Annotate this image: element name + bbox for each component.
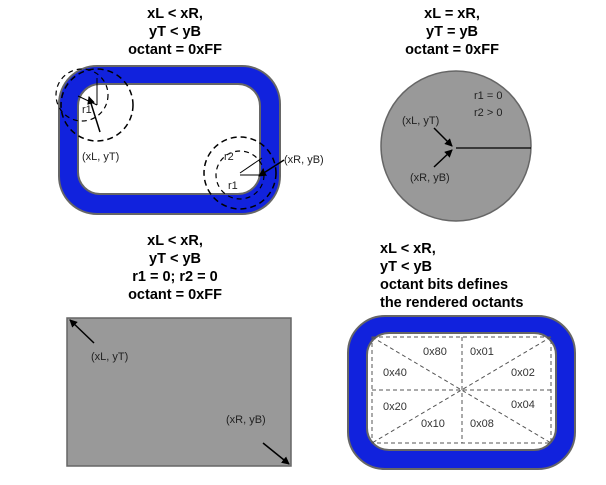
bottom-left-title: xL < xR, yT < yB r1 = 0; r2 = 0 octant =… bbox=[95, 232, 255, 304]
point-arrow bbox=[258, 159, 285, 177]
r2-positive-label: r2 > 0 bbox=[474, 107, 502, 119]
title-line: octant bits defines bbox=[380, 277, 509, 293]
point-arrow bbox=[87, 96, 101, 133]
octant-label: 0x40 bbox=[383, 367, 407, 379]
r1-bottom-label: r1 bbox=[228, 180, 238, 192]
top-right-title: xL = xR, yT = yB octant = 0xFF bbox=[372, 5, 532, 59]
bottom-right-panel: 0x80 0x01 0x40 0x02 0x20 0x04 0x10 0x08 bbox=[347, 315, 576, 470]
top-point-label: (xL, yT) bbox=[402, 115, 439, 127]
title-line: r1 = 0; r2 = 0 bbox=[132, 269, 218, 285]
title-line: xL < xR, bbox=[380, 241, 436, 257]
gray-rectangle bbox=[66, 317, 292, 467]
title-line: octant = 0xFF bbox=[405, 42, 499, 58]
octant-label: 0x80 bbox=[423, 346, 447, 358]
inner-outline bbox=[77, 83, 261, 195]
octant-label: 0x08 bbox=[470, 418, 494, 430]
bottom-right-title: xL < xR, yT < yB octant bits defines the… bbox=[380, 240, 580, 312]
top-left-panel: r1 (xL, yT) r2 r1 (xR, yB) bbox=[55, 65, 324, 215]
top-left-title: xL < xR, yT < yB octant = 0xFF bbox=[95, 5, 255, 59]
gray-circle bbox=[380, 70, 532, 222]
top-left-corner-circle-small bbox=[55, 68, 109, 122]
octant-label: 0x02 bbox=[511, 367, 535, 379]
top-point-label: (xL, yT) bbox=[91, 351, 128, 363]
title-line: xL < xR, bbox=[147, 233, 203, 249]
title-line: octant = 0xFF bbox=[128, 42, 222, 58]
octant-label: 0x20 bbox=[383, 401, 407, 413]
point-arrow bbox=[69, 319, 95, 344]
octant-label: 0x01 bbox=[470, 346, 494, 358]
bottom-point-label: (xR, yB) bbox=[226, 414, 266, 426]
title-line: the rendered octants bbox=[380, 295, 524, 311]
inner-outline bbox=[366, 332, 557, 451]
point-arrow bbox=[262, 442, 290, 465]
top-point-label: (xL, yT) bbox=[82, 151, 119, 163]
title-line: xL < xR, bbox=[147, 6, 203, 22]
title-line: yT < yB bbox=[149, 24, 201, 40]
octant-label: 0x10 bbox=[421, 418, 445, 430]
top-left-corner-circle bbox=[60, 68, 134, 142]
top-right-panel: r1 = 0 r2 > 0 (xL, yT) (xR, yB) bbox=[380, 70, 532, 222]
point-arrow bbox=[433, 127, 453, 147]
r1-zero-label: r1 = 0 bbox=[474, 90, 502, 102]
r1-label: r1 bbox=[82, 104, 92, 116]
bottom-point-label: (xR, yB) bbox=[410, 172, 450, 184]
point-arrow bbox=[433, 149, 453, 168]
radius-line bbox=[239, 157, 263, 174]
title-line: xL = xR, bbox=[424, 6, 480, 22]
title-line: yT < yB bbox=[149, 251, 201, 267]
bottom-point-label: (xR, yB) bbox=[284, 154, 324, 166]
r2-label: r2 bbox=[224, 151, 234, 163]
octant-label: 0x04 bbox=[511, 399, 535, 411]
bottom-right-corner-circle bbox=[203, 136, 277, 210]
title-line: yT = yB bbox=[426, 24, 478, 40]
bottom-left-panel: (xL, yT) (xR, yB) bbox=[66, 317, 292, 467]
title-line: yT < yB bbox=[380, 259, 432, 275]
title-line: octant = 0xFF bbox=[128, 287, 222, 303]
